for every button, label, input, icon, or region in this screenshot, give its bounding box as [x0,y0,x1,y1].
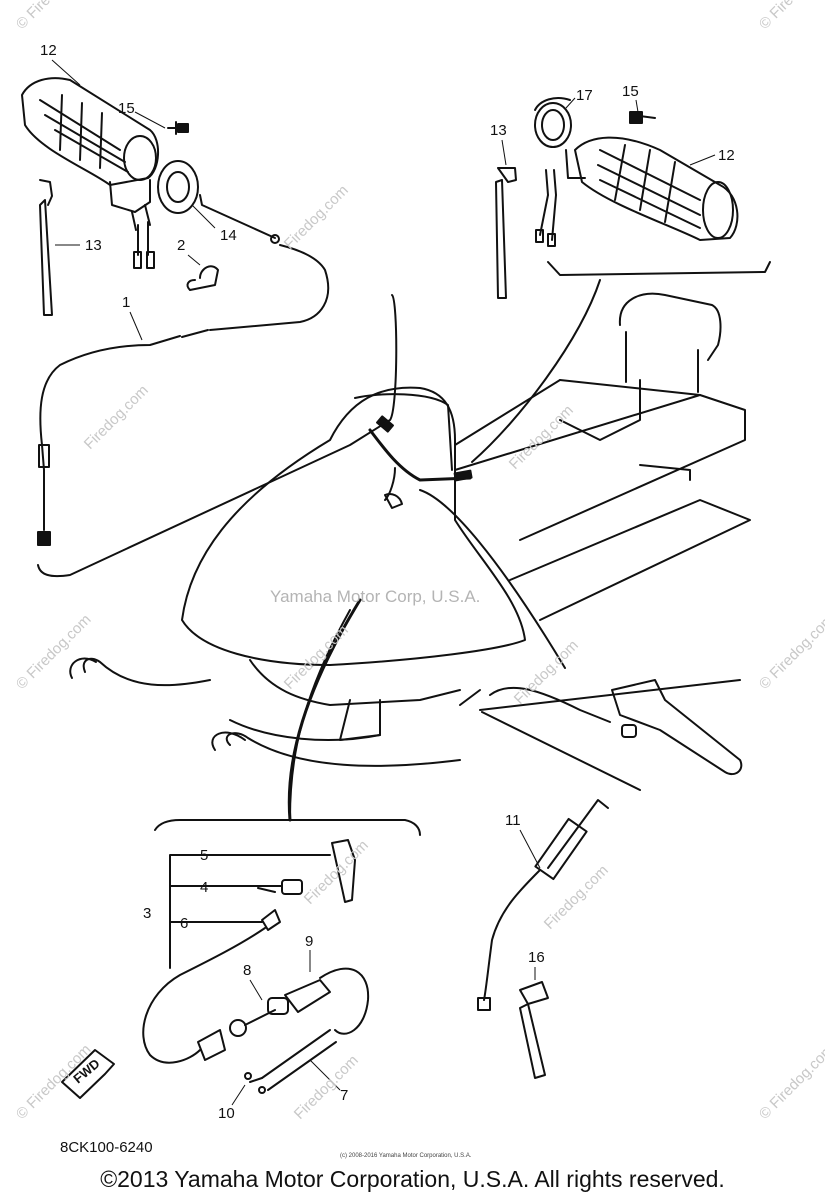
callout-9: 9 [305,933,313,950]
watermark-text: Firedog.com [281,182,352,253]
watermark-text: Firedog.com [81,382,152,453]
callout-4: 4 [200,879,208,896]
callout-11: 11 [505,812,521,829]
watermark-text: © Firedog.com [756,611,825,693]
callout-14: 14 [220,227,237,244]
callout-15-right: 15 [622,83,639,100]
snowmobile-body [69,292,751,767]
watermark-text: Firedog.com [511,637,582,708]
throttle-assembly [419,489,743,1079]
watermark-text: © Firedog.com [13,0,95,33]
grip-right-assembly [471,97,771,463]
watermark-text: © Firedog.com [756,1041,825,1123]
callout-6: 6 [180,915,188,932]
watermark-text: Firedog.com [301,837,372,908]
callout-13-right: 13 [490,122,507,139]
callout-2: 2 [177,237,185,254]
watermark-text: Firedog.com [506,402,577,473]
watermark-text: Firedog.com [541,862,612,933]
copyright-footer: ©2013 Yamaha Motor Corporation, U.S.A. A… [100,1166,725,1192]
watermark-text: © Firedog.com [756,0,825,33]
callout-labels: 12 15 13 14 2 1 17 15 13 12 5 4 3 6 9 8 … [40,42,735,1122]
switch-assembly [61,598,421,1099]
grip-left-assembly [21,77,398,578]
center-watermark: Yamaha Motor Corp, U.S.A. [270,587,480,606]
callout-12-left: 12 [40,42,57,59]
small-copyright: (c) 2008-2016 Yamaha Motor Corporation, … [340,1153,472,1159]
callout-1: 1 [122,294,130,311]
callout-7: 7 [340,1087,348,1104]
callout-5: 5 [200,847,208,864]
callout-10: 10 [218,1105,235,1122]
callout-13-left: 13 [85,237,102,254]
watermark-text: Firedog.com [291,1052,362,1123]
parts-diagram: 12 15 13 14 2 1 17 15 13 12 5 4 3 6 9 8 … [13,0,825,1159]
watermarks: Firedog.com Firedog.com Firedog.com Fire… [13,0,825,1123]
callout-12-right: 12 [718,147,735,164]
callout-8: 8 [243,962,251,979]
callout-15-left: 15 [118,100,135,117]
diagram-ref-number: 8CK100-6240 [60,1139,153,1156]
callout-17: 17 [576,87,593,104]
callout-16: 16 [528,949,545,966]
callout-3: 3 [143,905,151,922]
watermark-text: © Firedog.com [13,611,95,693]
